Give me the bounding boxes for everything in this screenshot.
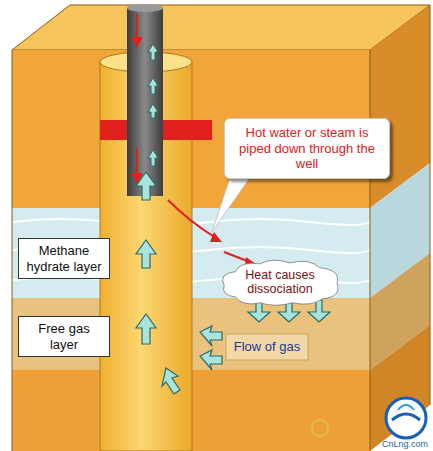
label-patch	[226, 334, 308, 360]
node-text: Hot water or steam is piped down through…	[232, 125, 382, 172]
pipe-top	[127, 4, 163, 12]
gas-inflow-arrows	[162, 326, 222, 394]
block-edges	[12, 5, 430, 451]
steam-pipe	[127, 8, 163, 196]
top-face	[12, 5, 430, 50]
watermark: CnLng.com	[378, 438, 432, 450]
callout-box: Hot water or steam is piped down through…	[224, 118, 390, 179]
heat-arrow	[168, 200, 216, 238]
heat-arrowhead	[210, 232, 222, 242]
flow-label: Flow of gas	[226, 334, 308, 360]
node-text: Methane hydrate layer	[24, 243, 104, 274]
sun-watermark	[312, 420, 328, 436]
pipe-up-arrows	[148, 44, 158, 166]
node-text: Heat causes dissociation	[234, 268, 326, 297]
node-text: Free gas layer	[24, 321, 104, 352]
layer-label-box: Methane hydrate layer	[18, 238, 110, 279]
down-flow-arrows	[133, 14, 141, 182]
layer-label-box: Free gas layer	[18, 316, 110, 357]
gas-up-arrows	[136, 172, 156, 344]
logo	[386, 398, 426, 438]
right-lower	[370, 325, 430, 451]
cloud-bubble: Heat causes dissociation	[218, 258, 342, 307]
